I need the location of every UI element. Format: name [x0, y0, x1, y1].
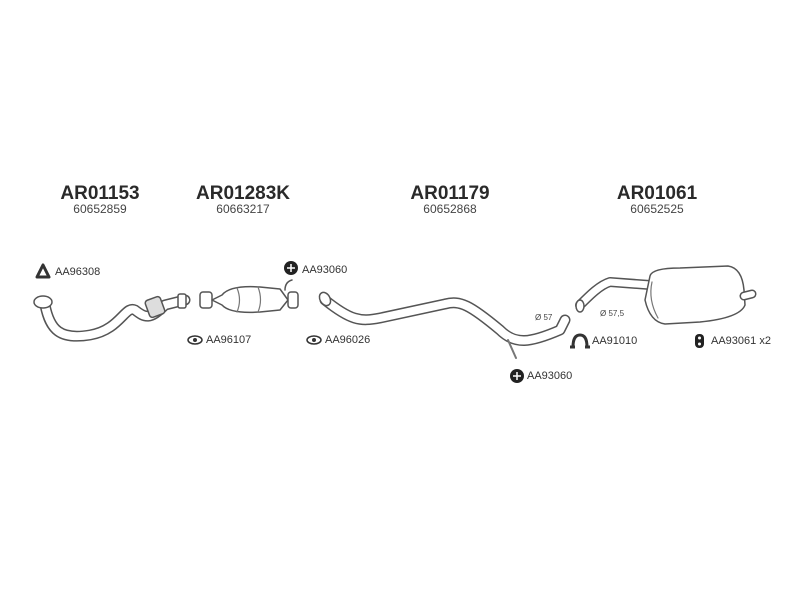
oval-gasket-icon	[187, 335, 203, 345]
accessory-label[interactable]: AA93060	[527, 370, 573, 382]
part-ar01061[interactable]: AR01061 60652525	[616, 183, 698, 216]
triangle-gasket-icon	[35, 263, 51, 279]
accessory-label[interactable]: AA91010	[592, 335, 638, 347]
part-code: AR01061	[616, 183, 698, 204]
oval-gasket-icon	[306, 335, 322, 345]
accessory-label[interactable]: AA96026	[325, 334, 371, 346]
catalytic-converter	[199, 279, 299, 314]
oem-number: 60652859	[73, 202, 127, 216]
oem-number: 60652525	[630, 202, 684, 216]
rubber-mount-icon	[284, 261, 298, 275]
part-ar01179[interactable]: AR01179 60652868	[410, 183, 490, 216]
oem-number: 60652868	[423, 202, 477, 216]
front-pipe	[33, 293, 191, 342]
part-ar01283k[interactable]: AR01283K 60663217	[196, 183, 290, 216]
middle-pipe	[318, 291, 571, 359]
diameter-label: Ø 57	[535, 313, 553, 322]
oem-number: 60663217	[216, 202, 270, 216]
accessory-label[interactable]: AA96308	[55, 266, 101, 278]
rubber-mount-icon	[510, 369, 524, 383]
diameter-label: Ø 57,5	[600, 309, 625, 318]
part-ar01153[interactable]: AR01153 60652859	[60, 183, 140, 216]
part-code: AR01283K	[196, 183, 290, 204]
accessory-label[interactable]: AA93060	[302, 264, 348, 276]
accessory-label[interactable]: AA93061 x2	[711, 335, 771, 347]
rubber-hanger-icon	[695, 334, 704, 348]
accessory-label[interactable]: AA96107	[206, 334, 252, 346]
part-code: AR01153	[60, 183, 140, 204]
clamp-icon	[570, 333, 590, 349]
rear-silencer	[575, 265, 757, 325]
part-code: AR01179	[410, 183, 490, 204]
